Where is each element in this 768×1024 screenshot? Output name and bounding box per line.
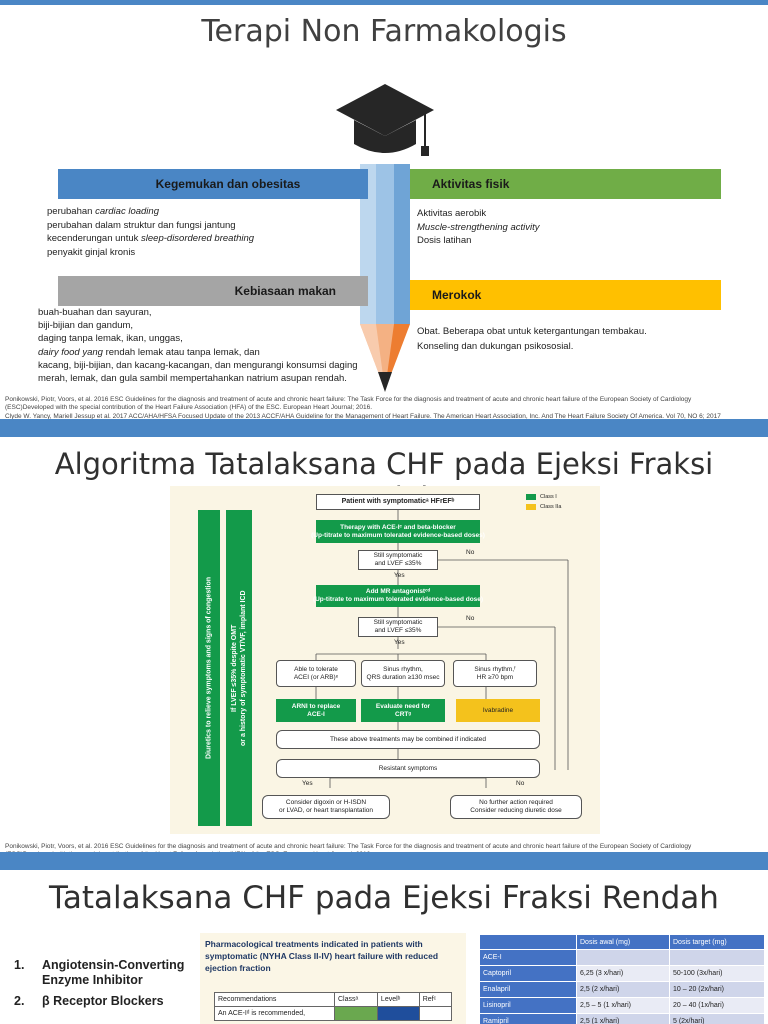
diet-list: buah-buahan dan sayuran, biji-bijian dan… bbox=[38, 306, 388, 385]
crt-box: Evaluate need for CRTᵍ bbox=[361, 699, 445, 722]
list-item: buah-buahan dan sayuran, bbox=[38, 307, 152, 318]
option-sinus-hr: Sinus rhythm,ᶠ HR ≥70 bpm bbox=[453, 660, 537, 687]
no-label: No bbox=[466, 549, 475, 556]
list-item: Obat. Beberapa obat untuk ketergantungan… bbox=[417, 326, 647, 337]
list-item: daging tanpa lemak, ikan, unggas, bbox=[38, 333, 183, 345]
panel-table: Recommendations Classᵃ Levelᵇ Refᶜ An AC… bbox=[214, 992, 453, 1021]
list-item: Muscle-strengthening activity bbox=[417, 221, 540, 233]
list-item: merah, lemak, dan gula sambil mempertaha… bbox=[38, 373, 347, 385]
slide3-title: Tatalaksana CHF pada Ejeksi Fraksi Renda… bbox=[49, 880, 719, 916]
category-activity-header: Aktivitas fisik bbox=[410, 169, 721, 199]
slide1-citation-1: Ponikowski, Piotr, Voors, et al. 2016 ES… bbox=[5, 396, 692, 411]
combine-box: These above treatments may be combined i… bbox=[276, 730, 540, 749]
table-header: Dosis awal (mg) bbox=[576, 934, 670, 950]
arni-box: ARNI to replace ACE-I bbox=[276, 699, 356, 722]
mr-antagonist-box: Add MR antagonistᶜᵈ (Up-titrate to maxim… bbox=[313, 585, 483, 607]
therapy-box: Therapy with ACE-Iᶜ and beta-blocker (Up… bbox=[311, 520, 485, 543]
slide1-bottom-bar bbox=[0, 419, 768, 437]
pencil-graduation-icon bbox=[336, 84, 434, 392]
legend-item: Class I bbox=[526, 494, 596, 500]
panel-cell: An ACE-Iᵈ is recommended, bbox=[214, 1006, 335, 1021]
category-diet-header: Kebiasaan makan bbox=[58, 276, 368, 306]
panel-header: Recommendations bbox=[214, 992, 335, 1007]
recommendation-panel: Pharmacological treatments indicated in … bbox=[200, 933, 466, 1024]
yes-label: Yes bbox=[394, 572, 405, 579]
yes-label-2: Yes bbox=[302, 780, 313, 787]
diuretics-sidebar: Diuretics to relieve symptoms and signs … bbox=[198, 510, 220, 826]
level-cell bbox=[376, 1006, 420, 1021]
table-header bbox=[479, 934, 577, 950]
table-row: Captopril 6,25 (3 x/hari) 50-100 (3x/har… bbox=[479, 965, 765, 982]
class-cell bbox=[334, 1006, 378, 1021]
smoking-list: Obat. Beberapa obat untuk ketergantungan… bbox=[417, 324, 737, 354]
list-item: perubahan dalam struktur dan fungsi jant… bbox=[47, 219, 236, 231]
no-label-2: No bbox=[516, 780, 525, 787]
slide1-citation-2: Clyde W. Yancy, Mariell Jessup et al. 20… bbox=[5, 413, 721, 420]
list-item: perubahan cardiac loading bbox=[47, 206, 159, 217]
list-item: Konseling dan dukungan psikososial. bbox=[417, 341, 574, 352]
resistant-box: Resistant symptoms bbox=[276, 759, 540, 778]
icd-sidebar: If LVEF ≤35% despite OMT or a history of… bbox=[226, 510, 252, 826]
category-smoking-header: Merokok bbox=[410, 280, 721, 310]
list-item: dairy food yang rendah lemak atau tanpa … bbox=[38, 346, 260, 358]
table-row: ACE-I bbox=[479, 949, 765, 966]
flowchart-connectors bbox=[315, 510, 569, 788]
ivabradine-box: Ivabradine bbox=[456, 699, 540, 722]
panel-header: Refᶜ bbox=[418, 992, 453, 1007]
activity-list: Aktivitas aerobik Muscle-strengthening a… bbox=[417, 207, 717, 248]
drug-class-list: 1. Angiotensin-Converting Enzyme Inhibit… bbox=[14, 958, 194, 1008]
list-item: kacang, biji-bijian, dan kacang-kacangan… bbox=[38, 359, 358, 371]
top-accent-bar bbox=[0, 0, 768, 5]
list-item: 2. β Receptor Blockers bbox=[14, 994, 164, 1008]
option-sinus-qrs: Sinus rhythm, QRS duration ≥130 msec bbox=[361, 660, 445, 687]
legend-item: Class IIa bbox=[526, 504, 596, 510]
option-acei: Able to tolerate ACEI (or ARB)ᵉ bbox=[276, 660, 356, 687]
still-symptomatic-1: Still symptomatic and LVEF ≤35% bbox=[358, 550, 438, 570]
still-symptomatic-2: Still symptomatic and LVEF ≤35% bbox=[358, 617, 438, 637]
panel-title: Pharmacological treatments indicated in … bbox=[205, 939, 439, 973]
no-further-box: No further action required Consider redu… bbox=[450, 795, 582, 819]
yes-label: Yes bbox=[394, 639, 405, 646]
list-item: biji-bijian dan gandum, bbox=[38, 320, 134, 332]
dose-table: Dosis awal (mg) Dosis target (mg) ACE-I … bbox=[479, 934, 765, 1024]
panel-header: Levelᵇ bbox=[376, 992, 420, 1007]
flowchart: Diuretics to relieve symptoms and signs … bbox=[170, 486, 600, 834]
list-item: Dosis latihan bbox=[417, 235, 472, 246]
list-item: Aktivitas aerobik bbox=[417, 208, 487, 219]
category-activity-title: Aktivitas fisik bbox=[432, 177, 510, 191]
start-box: Patient with symptomaticᵃ HFrEFᵇ bbox=[316, 494, 480, 510]
table-row: Lisinopril 2,5 – 5 (1 x/hari) 20 – 40 (1… bbox=[479, 997, 765, 1014]
legend: Class I Class IIa bbox=[526, 494, 596, 510]
list-item: kecenderungan untuk sleep-disordered bre… bbox=[47, 233, 255, 244]
table-row: Enalapril 2,5 (2 x/hari) 10 – 20 (2x/har… bbox=[479, 981, 765, 998]
category-obesity-title: Kegemukan dan obesitas bbox=[155, 177, 301, 191]
table-header: Dosis target (mg) bbox=[669, 934, 765, 950]
panel-header: Classᵃ bbox=[334, 992, 378, 1007]
ref-cell bbox=[418, 1006, 453, 1021]
list-item: 1. Angiotensin-Converting Enzyme Inhibit… bbox=[14, 958, 185, 987]
category-diet-title: Kebiasaan makan bbox=[234, 284, 336, 298]
digoxin-box: Consider digoxin or H-ISDN or LVAD, or h… bbox=[262, 795, 390, 819]
table-row: Ramipril 2,5 (1 x/hari) 5 (2x/hari) bbox=[479, 1013, 765, 1024]
slide1-title: Terapi Non Farmakologis bbox=[201, 14, 567, 49]
slide2-bottom-bar bbox=[0, 852, 768, 870]
category-smoking-title: Merokok bbox=[432, 288, 482, 302]
no-label: No bbox=[466, 615, 475, 622]
list-item: penyakit ginjal kronis bbox=[47, 246, 136, 258]
category-obesity-header: Kegemukan dan obesitas bbox=[58, 169, 368, 199]
obesity-list: perubahan cardiac loading perubahan dala… bbox=[47, 205, 337, 259]
